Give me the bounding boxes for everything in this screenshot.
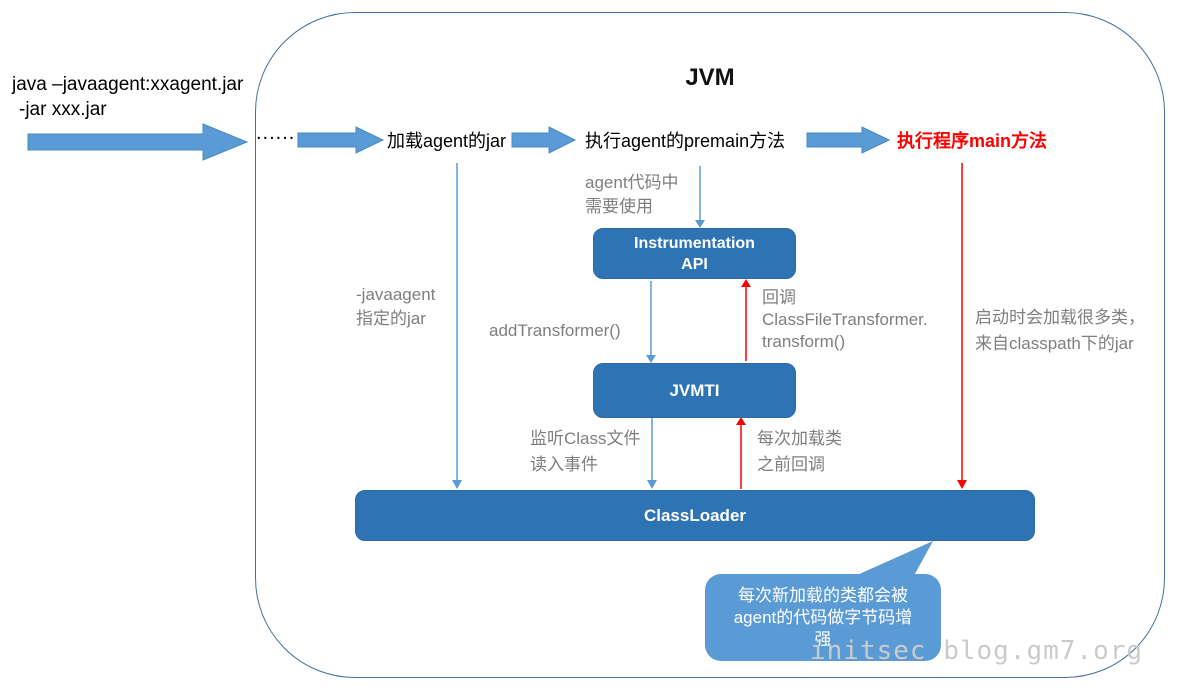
label-listen-class-line1: 监听Class文件 xyxy=(530,429,641,448)
callout-line2: agent的代码做字节码增 xyxy=(733,607,913,627)
label-listen-class-line2: 读入事件 xyxy=(530,455,598,474)
flow-ellipsis: ...... xyxy=(256,122,296,144)
java-command-text: java –javaagent:xxagent.jar -jar xxx.jar xyxy=(12,72,243,122)
label-agent-code-line2: 需要使用 xyxy=(585,197,653,216)
label-callback-transform-line2: ClassFileTransformer. xyxy=(762,310,928,329)
launch-block-arrow-icon xyxy=(27,123,249,161)
instrumentation-api-box: Instrumentation API xyxy=(593,228,796,279)
java-command-line2: -jar xxx.jar xyxy=(19,99,107,120)
label-javaagent-jar-line2: 指定的jar xyxy=(356,309,426,328)
label-before-load-callback-line1: 每次加载类 xyxy=(757,429,842,448)
callout-line3: 强 xyxy=(814,629,832,649)
jvm-container-frame xyxy=(255,12,1165,678)
label-javaagent-jar-line1: -javaagent xyxy=(356,285,436,304)
callout-bubble: 每次新加载的类都会被 agent的代码做字节码增 强 xyxy=(705,574,941,661)
label-callback-transform: 回调 ClassFileTransformer. transform() xyxy=(762,287,928,353)
callout-line1: 每次新加载的类都会被 xyxy=(738,585,908,605)
java-command-line1: java –javaagent:xxagent.jar xyxy=(12,74,244,95)
step-load-agent-jar: 加载agent的jar xyxy=(387,131,507,151)
jvm-title: JVM xyxy=(685,64,735,91)
jvmti-box: JVMTI xyxy=(593,363,796,418)
label-startup-load: 启动时会加载很多类， 来自classpath下的jar xyxy=(975,305,1145,357)
label-listen-class: 监听Class文件 读入事件 xyxy=(530,426,641,478)
label-callback-transform-line3: transform() xyxy=(762,332,846,351)
step-run-premain: 执行agent的premain方法 xyxy=(585,131,786,151)
label-before-load-callback: 每次加载类 之前回调 xyxy=(757,426,842,478)
instrumentation-api-line1: Instrumentation xyxy=(634,234,755,252)
label-agent-code: agent代码中 需要使用 xyxy=(585,171,679,219)
classloader-box: ClassLoader xyxy=(355,490,1035,541)
label-javaagent-jar: -javaagent 指定的jar xyxy=(356,283,435,331)
label-add-transformer: addTransformer() xyxy=(489,321,621,340)
label-before-load-callback-line2: 之前回调 xyxy=(757,455,825,474)
watermark-text: initsec blog.gm7.org xyxy=(810,636,1144,666)
instrumentation-api-line2: API xyxy=(681,255,708,273)
label-startup-load-line2: 来自classpath下的jar xyxy=(975,334,1134,353)
label-agent-code-line1: agent代码中 xyxy=(585,173,679,192)
label-startup-load-line1: 启动时会加载很多类， xyxy=(975,308,1145,327)
step-run-main: 执行程序main方法 xyxy=(897,131,1048,151)
label-callback-transform-line1: 回调 xyxy=(762,288,796,307)
